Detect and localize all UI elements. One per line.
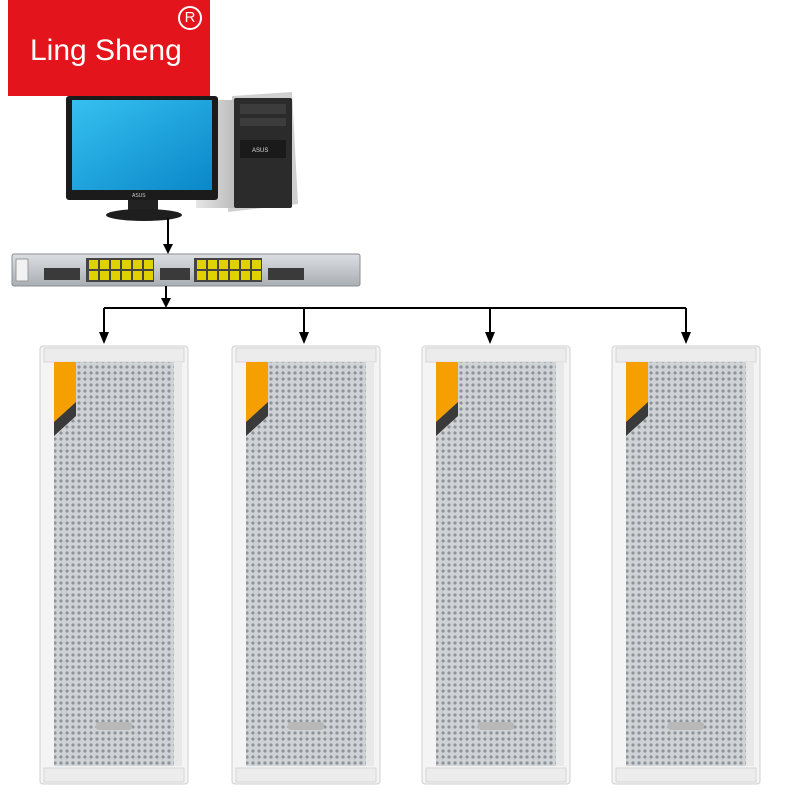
speaker-4 [611,345,761,785]
registered-trademark-icon: R [178,6,202,30]
computer-tower: ASUS [196,92,298,212]
edges-switch-speakers [99,286,691,344]
brand-logo: Ling Sheng R [8,0,210,96]
speaker-3 [421,345,571,785]
edge-computer-switch [163,218,173,254]
network-switch [11,253,361,287]
speaker-2 [231,345,381,785]
computer-monitor: ASUS [66,96,218,221]
tower-brand-logo: ASUS [252,148,268,154]
brand-name: Ling Sheng [30,34,182,67]
monitor-brand-logo: ASUS [132,193,146,199]
speaker-1 [39,345,189,785]
